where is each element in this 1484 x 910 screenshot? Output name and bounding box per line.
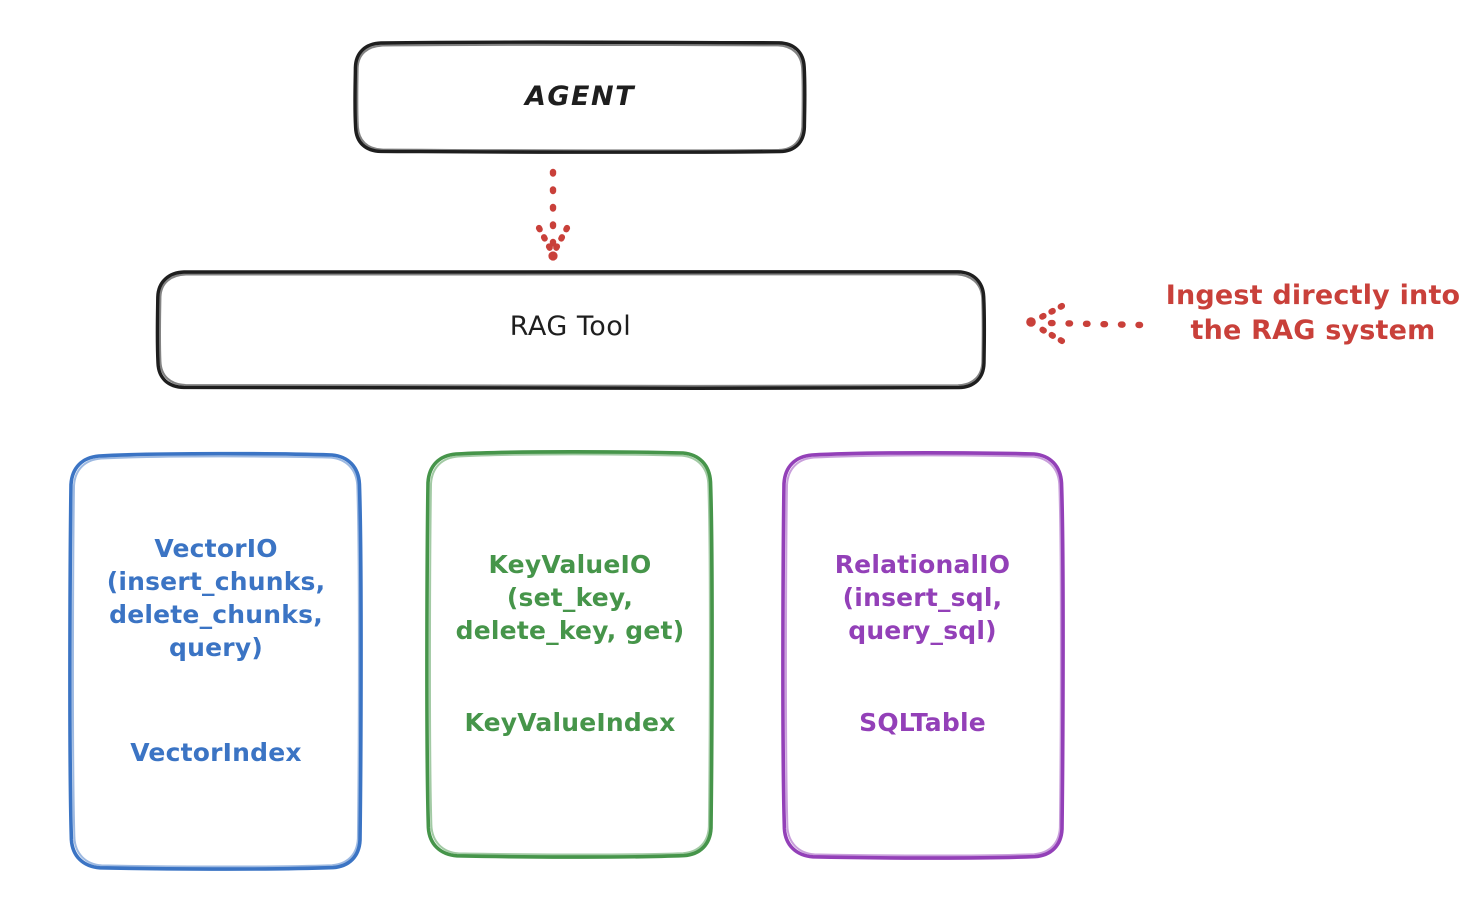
key-value-io-box-outline-second-pass	[428, 453, 711, 856]
vector-io-node[interactable]	[68, 451, 363, 871]
ingest-arrowhead-tip	[1026, 317, 1036, 327]
agent-box-outline-second-pass	[356, 43, 804, 152]
agent-to-rag-connector	[535, 168, 571, 261]
key-value-io-box-outline	[425, 449, 714, 859]
arrowhead-tip	[548, 251, 558, 261]
rag-tool-node[interactable]	[155, 269, 987, 391]
relational-io-box-outline-second-pass	[784, 454, 1062, 857]
ingest-arrow	[1026, 302, 1144, 345]
relational-io-box-outline	[781, 450, 1065, 860]
agent-node[interactable]	[353, 40, 807, 155]
arrowhead-left-wing	[535, 224, 556, 256]
vector-io-box-outline	[68, 451, 363, 871]
vector-io-box-outline-second-pass	[71, 455, 360, 868]
relational-io-node[interactable]	[781, 450, 1065, 860]
key-value-io-node[interactable]	[425, 449, 714, 859]
rag-box-outline-second-pass	[158, 272, 984, 387]
ingest-arrowhead-upper-wing	[1032, 302, 1066, 324]
ingest-connector-shaft	[1045, 319, 1144, 329]
ingest-arrowhead-lower-wing	[1032, 322, 1066, 345]
agent-box-outline	[353, 40, 807, 155]
arrowhead-right-wing	[550, 224, 571, 256]
rag-box-outline	[155, 269, 987, 391]
